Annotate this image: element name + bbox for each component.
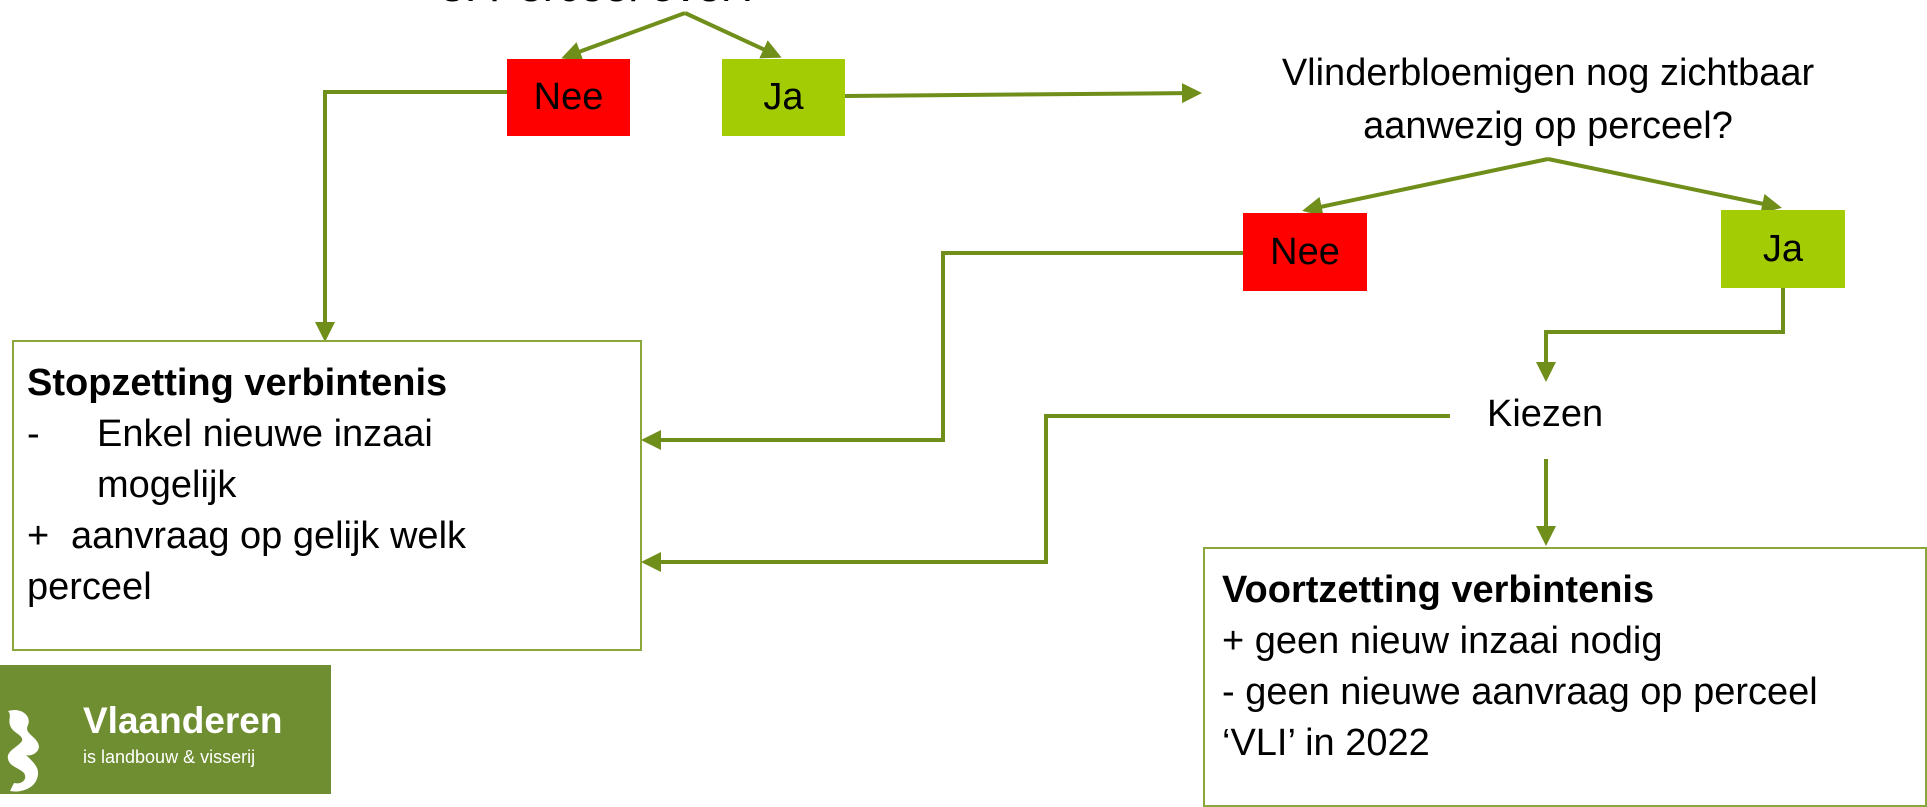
stop-item-2: + aanvraag op gelijk welk [27,511,630,562]
continue-line-1: + geen nieuw inzaai nodig [1222,620,1663,662]
arrow-nee-to-stop [315,90,507,342]
arrow-question-to-nee [1302,157,1549,217]
arrow-ja2-to-kiezen [1536,288,1785,382]
arrow-title-to-nee [561,11,686,61]
question-line-2: aanwezig op perceel? [1363,105,1733,147]
arrow-kiezen-to-stop [641,414,1450,572]
stop-item-1-line-2: mogelijk [97,464,237,506]
stop-item-1-mark: - [27,413,40,455]
question-vlinderbloemigen: Vlinderbloemigen nog zichtbaar aanwezig … [1203,47,1893,153]
stop-box: Stopzetting verbintenis - Enkel nieuwe i… [12,340,642,651]
stop-item-2-line-2: perceel [27,566,152,608]
arrow-title-to-ja [684,11,782,59]
stop-item-1-text: Enkel nieuwe inzaai mogelijk [97,409,433,511]
choose-label: Kiezen [1487,393,1604,435]
q1-no-button[interactable]: Nee [507,59,630,136]
question-title: 3. Perceel over? [440,0,760,12]
lion-emblem-icon [7,709,39,792]
stop-item-1: - Enkel nieuwe inzaai mogelijk [27,409,630,511]
arrow-nee2-to-stop [641,251,1243,450]
continue-heading: Voortzetting verbintenis [1222,569,1655,611]
stop-item-2-line-1: aanvraag op gelijk welk [71,515,467,557]
vlaanderen-logo: Vlaanderen is landbouw & visserij [0,665,331,794]
stop-item-2-mark: + [27,515,50,557]
logo-tagline: is landbouw & visserij [83,747,256,767]
question-line-1: Vlinderbloemigen nog zichtbaar [1281,52,1815,94]
q2-yes-button[interactable]: Ja [1721,210,1845,288]
q1-yes-button[interactable]: Ja [722,59,845,136]
continue-line-2: - geen nieuwe aanvraag op perceel [1222,671,1818,713]
arrow-ja-to-question [844,83,1202,104]
logo-name: Vlaanderen [83,700,283,741]
q2-no-button[interactable]: Nee [1243,213,1367,291]
stop-heading: Stopzetting verbintenis [27,362,448,404]
continue-box: Voortzetting verbintenis + geen nieuw in… [1203,547,1927,807]
continue-line-3: ‘VLI’ in 2022 [1222,722,1430,764]
arrow-question-to-ja [1547,157,1782,214]
stop-item-1-line-1: Enkel nieuwe inzaai [97,413,433,455]
